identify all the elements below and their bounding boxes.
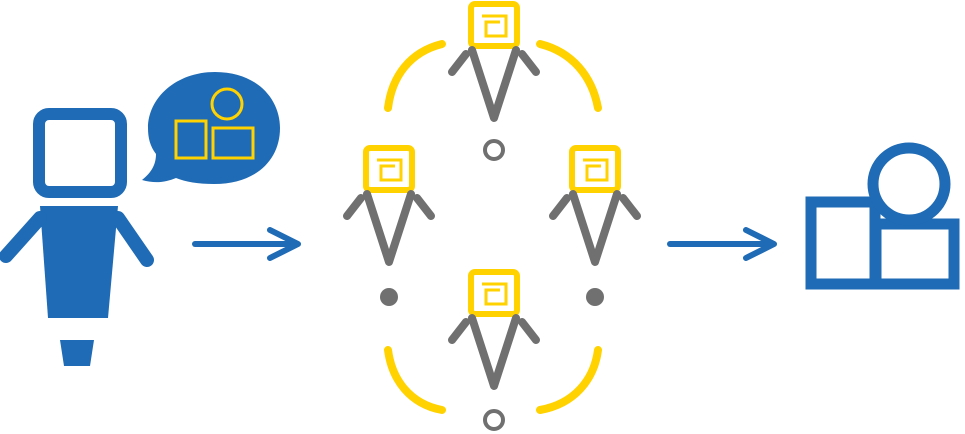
arc-bottom-right (536, 346, 602, 414)
worker-bottom-base (483, 409, 505, 431)
speech-bubble-shape (142, 72, 280, 184)
result-square-left (805, 196, 881, 290)
arrow-right-icon-2 (667, 227, 777, 261)
worker-right-base (586, 288, 604, 306)
client-base (60, 340, 94, 366)
result-square-right (870, 218, 960, 290)
worker-top-base (483, 139, 505, 161)
arc-top-left (384, 40, 446, 112)
client-person-icon (0, 108, 154, 366)
bubble-circle (210, 87, 244, 121)
speech-bubble-icon (142, 72, 280, 184)
result-circle (867, 142, 951, 226)
worker-right (553, 148, 637, 306)
arc-bottom-left (384, 346, 446, 414)
result-shapes-icon (805, 142, 960, 290)
arrow-right-icon (192, 227, 301, 261)
worker-bottom (452, 272, 536, 431)
client-body (40, 206, 118, 318)
client-right-arm (111, 211, 154, 267)
collaboration-arcs (384, 40, 602, 414)
bubble-square-small (174, 119, 208, 160)
client-left-arm (0, 211, 47, 263)
bubble-square-large (211, 126, 255, 160)
worker-left-base (380, 288, 398, 306)
worker-top (452, 4, 536, 161)
arc-top-right (536, 40, 602, 112)
worker-left (347, 148, 431, 306)
client-head (33, 108, 127, 198)
